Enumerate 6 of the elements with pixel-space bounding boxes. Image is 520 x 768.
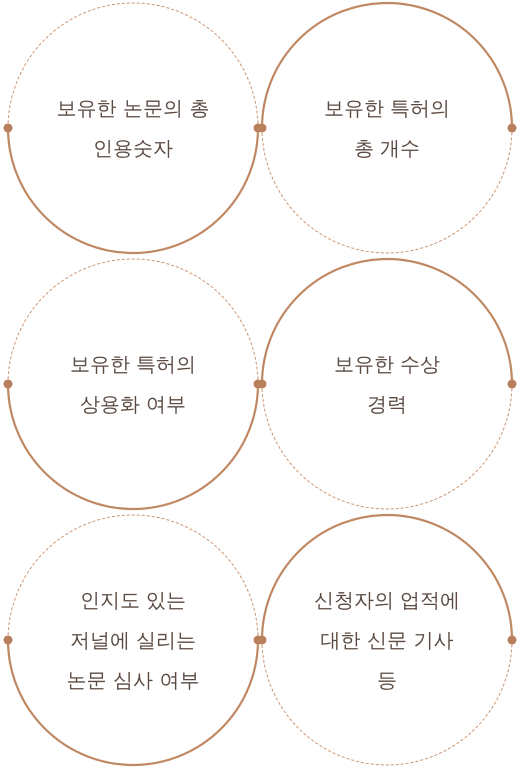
- node-text: 인지도 있는 저널에 실리는 논문 심사 여부: [66, 587, 200, 694]
- node-text: 신청자의 업적에 대한 신문 기사 등: [312, 587, 462, 694]
- node-text: 보유한 특허의 총 개수: [322, 95, 452, 162]
- node-text: 보유한 논문의 총 인용숫자: [56, 95, 210, 162]
- node-text: 보유한 특허의 상용화 여부: [68, 351, 198, 418]
- node-text: 보유한 수상 경력: [332, 351, 442, 418]
